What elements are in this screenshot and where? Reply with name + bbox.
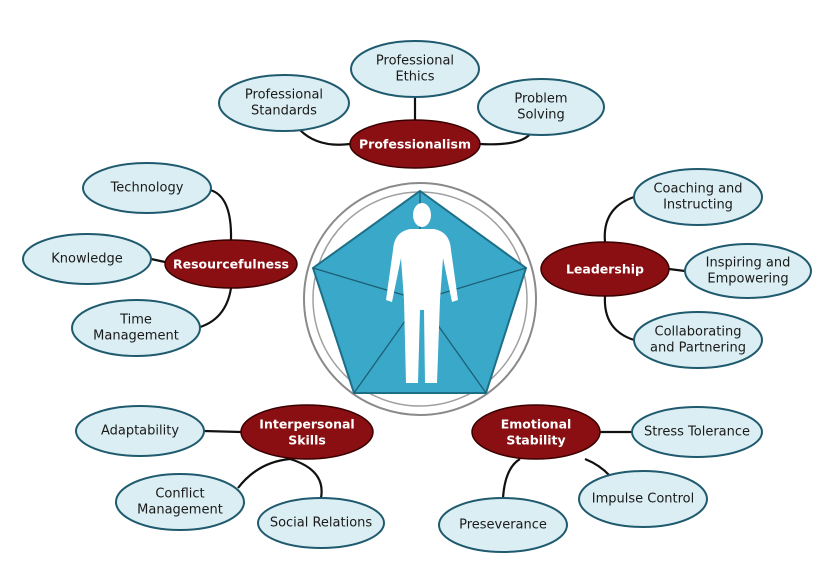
leaf-label: Standards	[251, 104, 317, 119]
leaf-label: Professional	[376, 54, 454, 69]
leaf-ellipse	[684, 243, 812, 299]
leaf-label: Collaborating	[655, 325, 742, 340]
connector-lines	[150, 97, 686, 499]
leaf-label: Problem	[514, 92, 567, 107]
leaf-label: Instructing	[663, 198, 733, 213]
leaf-label: Management	[137, 503, 223, 518]
leaf-ellipse	[350, 40, 480, 98]
category-node-resourcefulness: Resourcefulness	[164, 239, 298, 289]
category-label: Professionalism	[359, 137, 471, 152]
connector-line	[203, 429, 242, 434]
connector-line	[603, 195, 635, 243]
leaf-node-resourcefulness-1: Knowledge	[22, 233, 152, 285]
leaf-ellipse	[22, 233, 152, 285]
category-ellipse	[349, 119, 481, 169]
outer-ring	[303, 182, 537, 416]
node-layer: ProfessionalStandardsProfessionalEthicsP…	[22, 40, 812, 553]
category-node-leadership: Leadership	[540, 241, 670, 297]
connector-line	[289, 457, 323, 499]
category-label: Emotional	[501, 417, 572, 432]
human-figure-icon	[386, 203, 458, 383]
leaf-node-emotional-0: Stress Tolerance	[631, 406, 763, 458]
center-figure	[303, 182, 537, 416]
connector-line	[479, 133, 531, 146]
leaf-ellipse	[633, 311, 763, 369]
leaf-label: Solving	[517, 108, 565, 123]
category-label: Leadership	[566, 262, 644, 277]
leaf-ellipse	[71, 299, 201, 357]
connector-line	[299, 129, 351, 146]
connector-line	[150, 257, 166, 264]
connector-line	[603, 295, 635, 342]
category-label: Skills	[288, 433, 326, 448]
connector-line	[501, 458, 521, 499]
leaf-label: Management	[93, 329, 179, 344]
leaf-node-interpersonal-2: Social Relations	[257, 497, 385, 549]
leaf-label: Empowering	[707, 272, 788, 287]
connector-line	[668, 267, 686, 273]
leaf-ellipse	[218, 74, 350, 132]
leaf-ellipse	[631, 406, 763, 458]
leaf-label: Preseverance	[459, 518, 547, 533]
leaf-node-emotional-1: Impulse Control	[578, 470, 708, 528]
leaf-label: Conflict	[155, 487, 204, 502]
leaf-label: Impulse Control	[592, 492, 695, 507]
category-ellipse	[164, 239, 298, 289]
category-node-professionalism: Professionalism	[349, 119, 481, 169]
leaf-ellipse	[257, 497, 385, 549]
category-label: Stability	[506, 433, 565, 448]
leaf-label: Inspiring and	[706, 256, 791, 271]
connector-line	[196, 287, 233, 330]
leaf-ellipse	[633, 168, 763, 226]
category-label: Resourcefulness	[173, 257, 289, 272]
category-ellipse	[540, 241, 670, 297]
leaf-ellipse	[578, 470, 708, 528]
leaf-label: Technology	[110, 181, 184, 196]
leaf-label: Adaptability	[101, 424, 179, 439]
leaf-label: Social Relations	[270, 516, 373, 531]
leaf-node-emotional-2: Preseverance	[438, 497, 568, 553]
connector-line	[237, 457, 291, 489]
category-ellipse	[471, 404, 601, 460]
category-ellipse	[240, 404, 374, 460]
leaf-ellipse	[438, 497, 568, 553]
leaf-label: Professional	[245, 88, 323, 103]
category-label: Interpersonal	[259, 417, 354, 432]
leaf-ellipse	[115, 473, 245, 531]
connector-line	[209, 188, 233, 241]
leaf-label: Coaching and	[653, 182, 742, 197]
leaf-label: and Partnering	[650, 341, 746, 356]
leaf-node-resourcefulness-0: Technology	[82, 162, 212, 214]
leaf-label: Ethics	[395, 70, 434, 85]
leaf-node-interpersonal-0: Adaptability	[75, 405, 205, 457]
leaf-label: Stress Tolerance	[644, 425, 750, 440]
leaf-label: Time	[119, 313, 152, 328]
leaf-ellipse	[75, 405, 205, 457]
leaf-label: Knowledge	[51, 252, 122, 267]
connector-line	[584, 457, 611, 477]
leaf-ellipse	[82, 162, 212, 214]
leaf-ellipse	[477, 78, 605, 136]
